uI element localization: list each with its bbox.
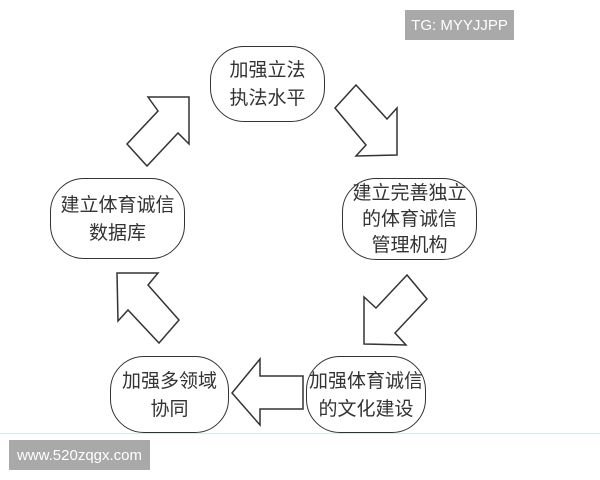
node-legislation: 加强立法执法水平 xyxy=(210,46,325,122)
node-text: 加强多领域 xyxy=(121,369,217,392)
divider xyxy=(0,433,600,434)
node-text: 管理机构 xyxy=(371,234,448,256)
node-management-agency: 建立完善独立的体育诚信管理机构 xyxy=(342,178,477,260)
watermark-top: TG: MYYJJPP xyxy=(405,10,514,40)
arrow-bottom-right-to-bottom-left xyxy=(231,356,304,427)
node-text: 加强立法 xyxy=(229,59,306,81)
node-text: 建立完善独立 xyxy=(352,182,467,204)
watermark-bottom: www.520zqgx.com xyxy=(9,440,150,470)
node-text: 建立体育诚信 xyxy=(60,193,175,216)
node-multi-field-coordination: 加强多领域协同 xyxy=(110,356,229,433)
node-text: 的文化建设 xyxy=(318,397,414,420)
node-text: 的体育诚信 xyxy=(361,208,457,230)
arrow-top-to-right xyxy=(334,83,398,157)
node-database: 建立体育诚信数据库 xyxy=(50,178,185,259)
node-text: 加强体育诚信 xyxy=(308,369,423,392)
arrow-right-to-bottom-right xyxy=(363,273,429,346)
node-culture-building: 加强体育诚信的文化建设 xyxy=(306,356,426,433)
arrow-bottom-left-to-left xyxy=(116,272,180,345)
node-text: 协同 xyxy=(150,397,189,420)
node-text: 执法水平 xyxy=(229,87,306,109)
node-text: 数据库 xyxy=(88,221,146,244)
arrow-left-to-top xyxy=(125,96,190,168)
